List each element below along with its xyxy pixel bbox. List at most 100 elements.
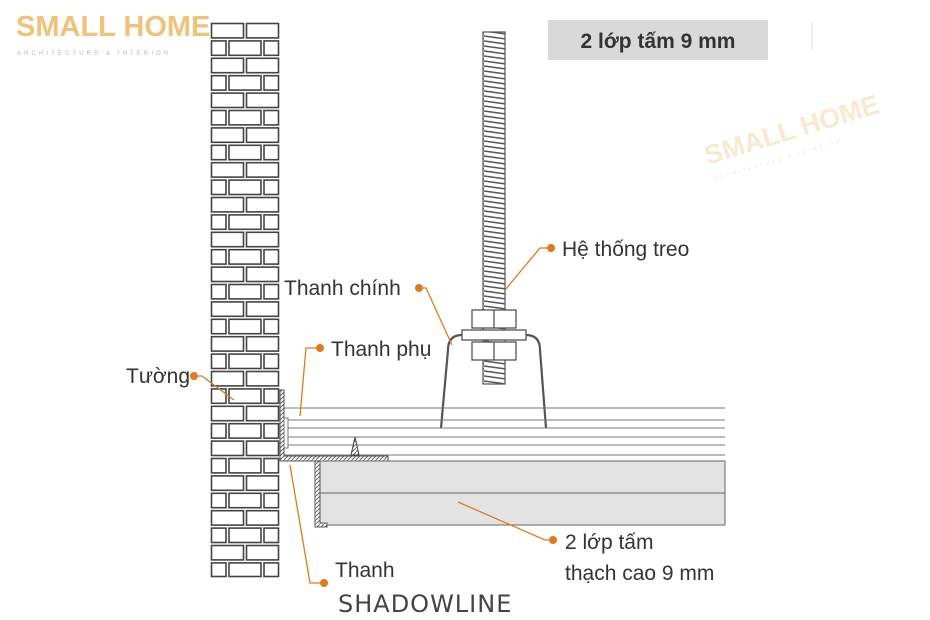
brick (263, 40, 280, 57)
threaded-rod (482, 31, 506, 385)
brick (228, 283, 262, 300)
brick (228, 422, 262, 439)
brick (245, 335, 280, 352)
brick (245, 127, 280, 144)
label-shadowline-bar: Thanh (335, 559, 395, 582)
brick (210, 527, 227, 544)
watermark: SMALL HOME ARCHITECTURE & INTERIOR (701, 89, 883, 182)
hanger-clip (439, 309, 548, 429)
brick (263, 144, 280, 161)
brick (263, 527, 280, 544)
brick (210, 544, 245, 561)
brick (210, 457, 227, 474)
brick (263, 248, 280, 265)
brick (245, 161, 280, 178)
brick (210, 266, 245, 283)
brick (210, 405, 245, 422)
brick (228, 562, 262, 578)
brick (228, 318, 262, 335)
brick (210, 179, 227, 196)
brick (245, 370, 280, 387)
label-boards-1: 2 lớp tấm (565, 531, 653, 554)
brick (228, 388, 262, 405)
brick (210, 388, 227, 405)
brick (263, 74, 280, 91)
label-suspension: Hệ thống treo (562, 238, 689, 261)
brick (228, 74, 262, 91)
brick (228, 214, 262, 231)
brick (245, 475, 280, 492)
brick (263, 214, 280, 231)
brick (210, 231, 245, 248)
label-sub-bar: Thanh phụ (331, 338, 431, 361)
brick-wall (210, 22, 280, 578)
label-boards-2: thạch cao 9 mm (565, 562, 714, 585)
brick (263, 109, 280, 126)
brick (245, 57, 280, 74)
brick (245, 92, 280, 109)
brick (245, 22, 280, 39)
brick (228, 492, 262, 509)
brick (210, 301, 245, 318)
leader-dots (190, 244, 557, 587)
brick (210, 214, 227, 231)
ceiling-channel (282, 407, 725, 456)
brick (263, 422, 280, 439)
brick (210, 109, 227, 126)
brick (245, 544, 280, 561)
brick (228, 109, 262, 126)
label-wall: Tường (126, 365, 190, 388)
brick (210, 161, 245, 178)
brick (210, 440, 245, 457)
brick (210, 92, 245, 109)
brick (228, 40, 262, 57)
brick (263, 179, 280, 196)
logo-name: SMALL HOME (16, 11, 210, 43)
brick (210, 196, 245, 213)
brick (210, 40, 227, 57)
brick (228, 527, 262, 544)
brick (210, 318, 227, 335)
brick (210, 22, 245, 39)
logo: SMALL HOME ARCHITECTURE & INTERIOR (16, 11, 210, 57)
brick (245, 196, 280, 213)
shadowline-bar (279, 389, 389, 462)
brick (210, 144, 227, 161)
brick (245, 509, 280, 526)
title-badge (548, 20, 768, 60)
title-badge-text: 2 lớp tấm 9 mm (581, 30, 736, 53)
brick (210, 57, 245, 74)
brick (210, 370, 245, 387)
brick (263, 457, 280, 474)
brick (210, 422, 227, 439)
board-edge-trim (314, 460, 328, 528)
brick (210, 74, 227, 91)
wall-clip (283, 417, 289, 449)
brick (210, 335, 245, 352)
brick (263, 562, 280, 578)
brick (245, 231, 280, 248)
brick (210, 127, 245, 144)
brick (210, 509, 245, 526)
brick (228, 144, 262, 161)
brick (263, 388, 280, 405)
brick (263, 353, 280, 370)
brick (210, 353, 227, 370)
brick (228, 353, 262, 370)
label-shadowline-name: SHADOWLINE (338, 590, 512, 618)
brick (228, 179, 262, 196)
brick (245, 266, 280, 283)
brick (245, 405, 280, 422)
brick (210, 492, 227, 509)
brick (263, 283, 280, 300)
brick (210, 475, 245, 492)
brick (263, 492, 280, 509)
screw-icon (350, 436, 360, 456)
brick (245, 440, 280, 457)
label-main-bar: Thanh chính (284, 277, 401, 300)
brick (228, 457, 262, 474)
brick (210, 283, 227, 300)
brick (210, 562, 227, 578)
brick (210, 248, 227, 265)
